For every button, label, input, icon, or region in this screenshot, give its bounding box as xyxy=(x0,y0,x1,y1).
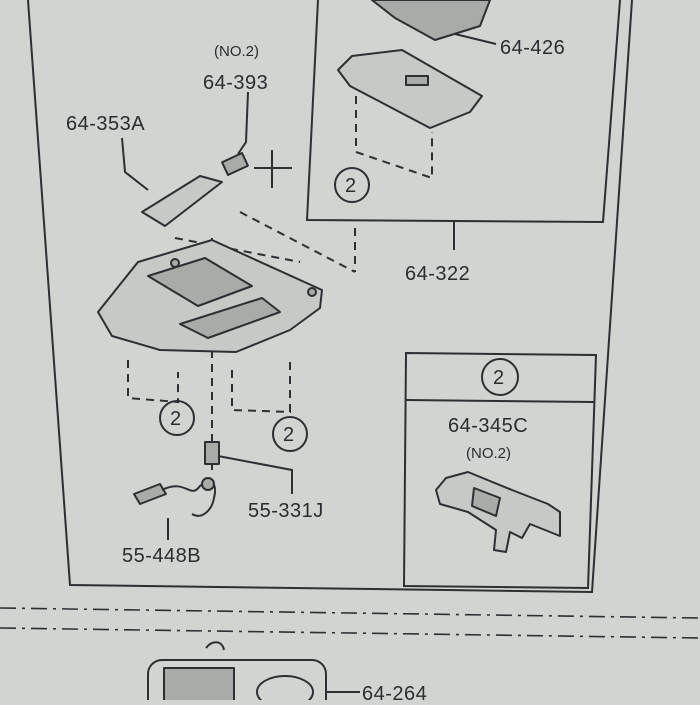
part-64-353a xyxy=(141,175,223,227)
label-64-345c-note: (NO.2) xyxy=(466,445,511,462)
leader-line xyxy=(121,137,149,191)
tray-recess xyxy=(179,297,281,339)
separator-line xyxy=(0,607,700,619)
leader-line xyxy=(454,33,497,45)
leader-line xyxy=(237,91,249,155)
label-64-264: 64-264 xyxy=(362,683,427,700)
socket xyxy=(201,477,215,491)
dash-lines xyxy=(355,96,433,180)
bottom-lines xyxy=(205,641,360,693)
tray-recess xyxy=(147,257,253,307)
tray-slot xyxy=(405,75,429,86)
label-55-331j: 55-331J xyxy=(248,500,324,522)
callout-circle xyxy=(334,167,370,203)
separator-line xyxy=(0,627,700,639)
part-55-331j-bulb xyxy=(204,441,220,465)
callout-number: 2 xyxy=(170,408,181,430)
callout-number: 2 xyxy=(345,175,356,197)
label-55-448b: 55-448B xyxy=(122,545,201,567)
bottom-component xyxy=(163,667,235,705)
label-64-393: 64-393 xyxy=(203,72,268,94)
label-64-345c: 64-345C xyxy=(448,415,528,437)
label-64-426: 64-426 xyxy=(500,37,565,59)
plus-mark xyxy=(254,150,292,188)
callout-circle xyxy=(159,400,195,436)
tray-clip xyxy=(307,287,317,297)
label-64-353a: 64-353A xyxy=(66,113,145,135)
connector xyxy=(133,483,167,505)
bottom-partial-frame xyxy=(147,659,327,705)
label-64-393-note: (NO.2) xyxy=(214,43,259,60)
callout-number: 2 xyxy=(493,367,504,389)
part-64-393 xyxy=(221,152,249,176)
leader-line xyxy=(217,455,293,494)
callout-number: 2 xyxy=(283,424,294,446)
callout-circle xyxy=(272,416,308,452)
upper-tray xyxy=(337,49,483,129)
tray-clip xyxy=(170,258,180,268)
part-64-345c-clip xyxy=(435,471,561,553)
part-64-426 xyxy=(371,0,491,41)
outer-frame xyxy=(27,0,633,594)
callout-circle xyxy=(481,358,519,396)
box-divider xyxy=(405,399,595,403)
detail-box-64-345c xyxy=(402,351,598,590)
dash-lines xyxy=(127,360,291,414)
detail-box-64-322 xyxy=(305,0,621,224)
clip-slot xyxy=(471,487,501,517)
label-64-322: 64-322 xyxy=(405,263,470,285)
dash-lines xyxy=(174,211,356,273)
bottom-lens xyxy=(256,675,314,705)
